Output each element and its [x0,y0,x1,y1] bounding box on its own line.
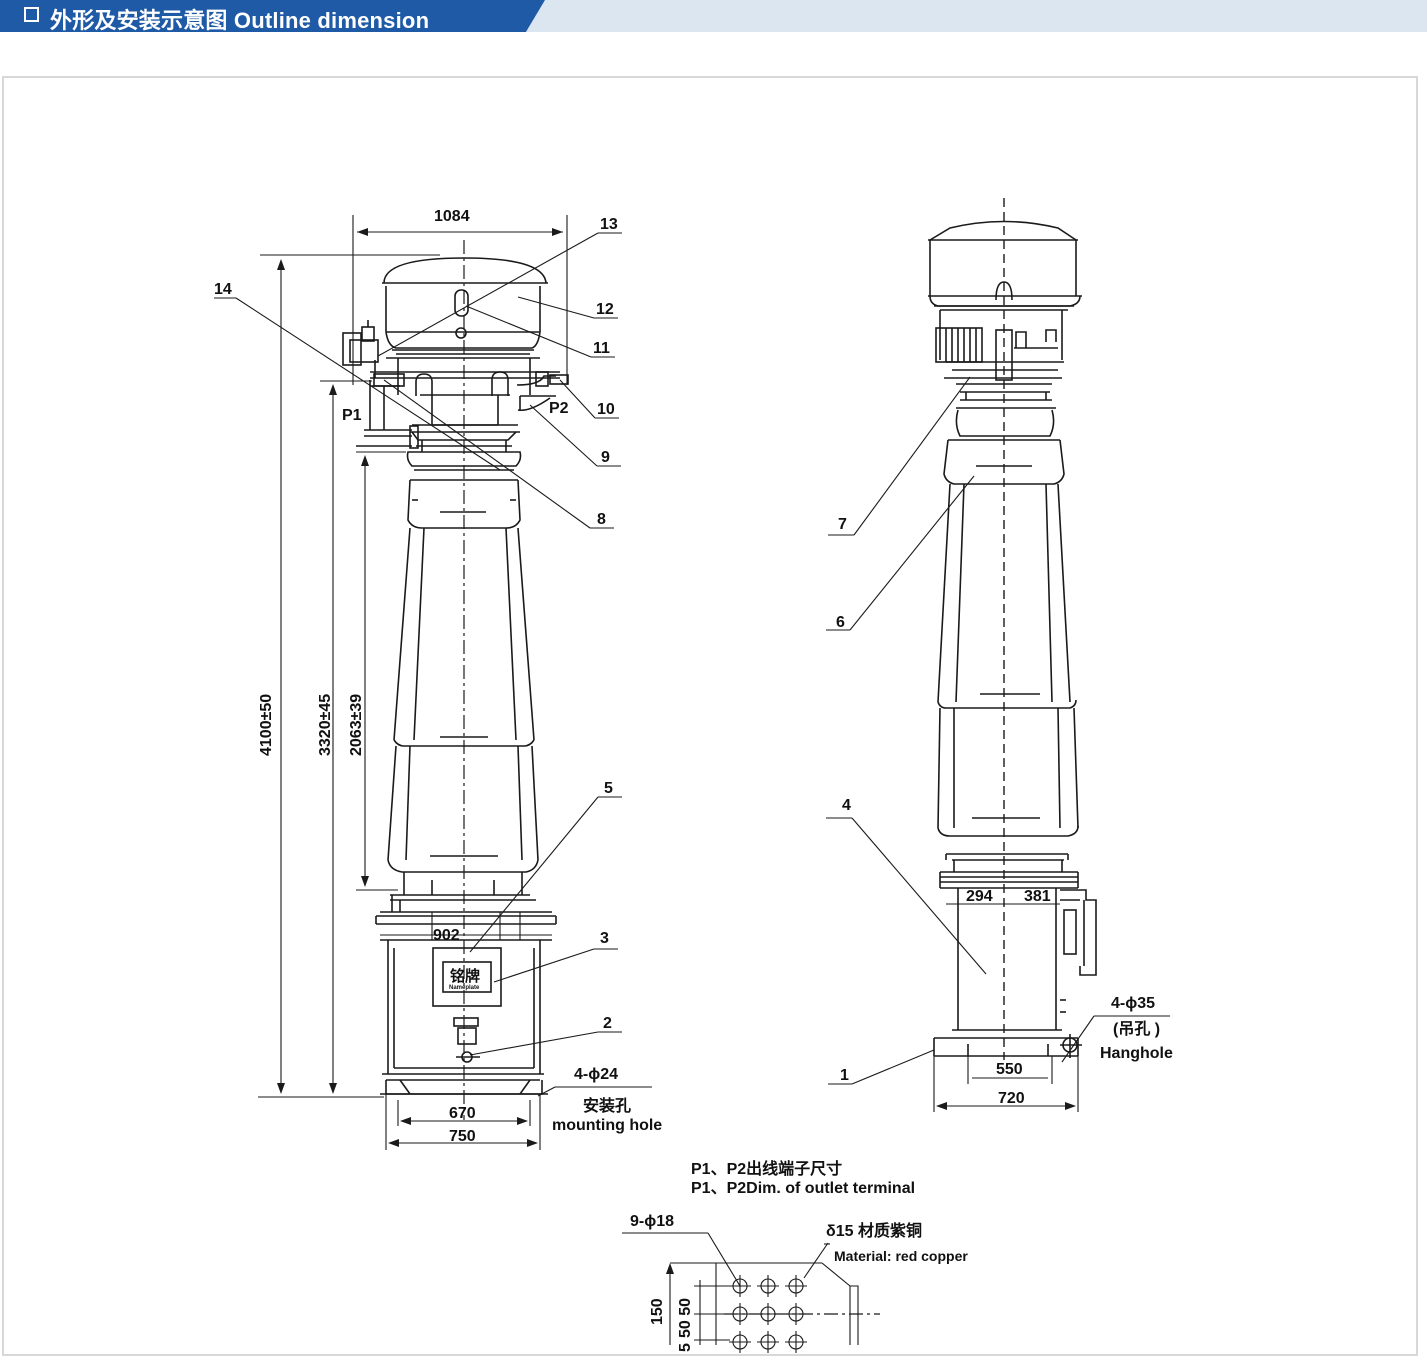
mounting-hole-zh: 安装孔 [583,1096,631,1115]
dim-base-outer: 720 [998,1090,1025,1107]
terminal-labels: P1、P2出线端子尺寸 P1、P2Dim. of outlet terminal… [630,1159,968,1352]
terminal-detail [622,1232,880,1345]
mounting-hole-en: mounting hole [552,1117,662,1134]
part-label-13: 13 [600,216,618,233]
part-label-2: 2 [603,1015,612,1032]
dim-foot-outer: 750 [449,1128,476,1145]
part-label-8: 8 [597,511,606,528]
front-view [342,240,569,1120]
page-title: 外形及安装示意图 Outline dimension [50,8,430,33]
terminal-dim-height: 150 [649,1298,666,1325]
side-view [928,198,1097,1060]
mounting-hole-spec: 4-ϕ24 [574,1066,618,1083]
front-dimensions [258,215,568,1150]
side-dimensions [826,376,1170,1112]
hanghole-zh: (吊孔 ) [1113,1020,1160,1038]
part-label-11: 11 [593,340,610,357]
dim-top-width: 1084 [434,208,470,225]
part-label-1: 1 [840,1067,849,1084]
part-label-4: 4 [842,797,851,814]
nameplate-title: 铭牌 [450,967,480,985]
header-band: 外形及安装示意图 Outline dimension [0,0,1427,33]
dim-total-height: 4100±50 [258,694,275,756]
part-label-7: 7 [838,516,847,533]
header-tab [0,0,545,32]
part-label-14: 14 [214,281,232,298]
terminal-label-p1: P1 [342,407,362,424]
terminal-label-p2: P2 [549,400,569,417]
terminal-hole-grid [729,1275,807,1353]
hanghole-spec: 4-ϕ35 [1111,995,1155,1012]
dim-height-mid: 3320±45 [317,694,334,756]
nameplate-subtitle: Nameplate [449,985,480,991]
part-label-10: 10 [597,401,615,418]
dim-foot-inner: 670 [449,1105,476,1122]
terminal-dim-pitch: 50 50 [677,1298,694,1338]
part-label-6: 6 [836,614,845,631]
part-label-3: 3 [600,930,609,947]
terminal-thickness: δ15 材质紫铜 [826,1221,922,1240]
part-label-12: 12 [596,301,614,318]
front-leaders [214,232,652,1097]
dim-height-lower: 2063±39 [348,694,365,756]
terminal-title-en: P1、P2Dim. of outlet terminal [691,1180,915,1197]
dim-offset-right: 381 [1024,888,1051,905]
part-label-5: 5 [604,780,613,797]
terminal-title-zh: P1、P2出线端子尺寸 [691,1159,842,1178]
terminal-holes-spec: 9-ϕ18 [630,1213,674,1230]
checkbox-square-icon [24,7,39,22]
dim-base-inner: 550 [996,1061,1023,1078]
terminal-material-en: Material: red copper [834,1248,968,1264]
side-labels: 294 381 550 720 7 6 4 1 4-ϕ35 (吊孔 ) Hang… [836,516,1173,1107]
drawing-panel [2,76,1418,1356]
terminal-dim-clip: 5 [677,1343,694,1352]
hanghole-en: Hanghole [1100,1045,1173,1062]
front-labels: 1084 4100±50 3320±45 2063±39 902 670 750… [214,208,662,1145]
dim-offset-left: 294 [966,888,993,905]
dim-base-width: 902 [433,927,460,944]
part-label-9: 9 [601,449,610,466]
